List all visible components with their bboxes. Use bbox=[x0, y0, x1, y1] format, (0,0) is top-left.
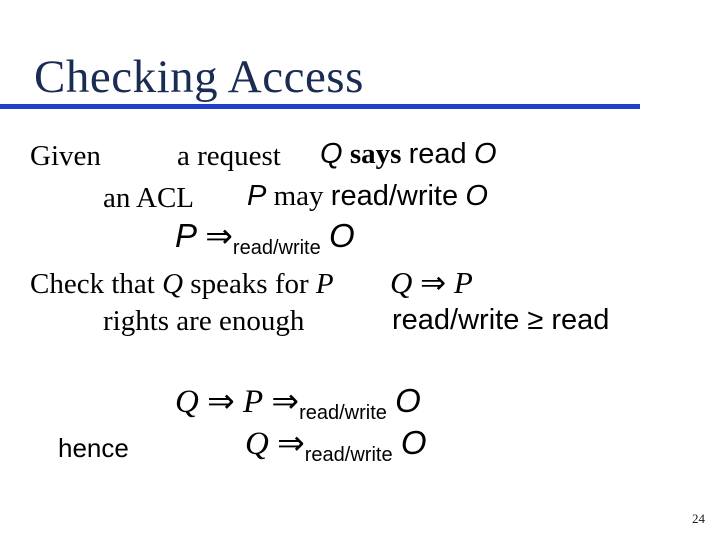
right-read-write: read/write bbox=[392, 304, 520, 336]
subscript-read-write: read/write bbox=[299, 402, 387, 424]
implies-arrow-icon: ⇒ bbox=[420, 265, 447, 300]
implies-arrow-icon: ⇒ bbox=[271, 382, 300, 419]
op-says: says bbox=[349, 138, 402, 170]
label-hence: hence bbox=[58, 433, 129, 463]
title-underline-rule bbox=[0, 104, 640, 109]
var-p: P bbox=[453, 265, 473, 300]
formula-q-delegates-o: Q ⇒read/write O bbox=[245, 424, 427, 466]
var-o: O bbox=[473, 138, 497, 170]
implies-arrow-icon: ⇒ bbox=[277, 424, 305, 461]
var-o: O bbox=[400, 424, 427, 461]
right-read: read bbox=[408, 138, 467, 170]
formula-p-may-readwrite-o: P may read/write O bbox=[247, 180, 488, 213]
op-may: may bbox=[273, 180, 324, 212]
formula-q-says-read-o: Q says read O bbox=[320, 138, 497, 171]
label-check-that: Check that Q speaks for P bbox=[30, 268, 334, 301]
implies-arrow-icon: ⇒ bbox=[205, 217, 233, 254]
formula-p-delegates-o: P ⇒read/write O bbox=[175, 217, 355, 259]
var-o: O bbox=[395, 382, 421, 419]
implies-arrow-icon: ⇒ bbox=[207, 382, 235, 419]
var-q: Q bbox=[245, 426, 269, 462]
var-p: P bbox=[315, 268, 334, 300]
page-number: 24 bbox=[692, 511, 705, 526]
subscript-read-write: read/write bbox=[304, 444, 393, 466]
label-an-acl: an ACL bbox=[103, 182, 195, 214]
var-o: O bbox=[465, 180, 488, 212]
label-given: Given bbox=[30, 140, 101, 172]
var-p: P bbox=[247, 180, 267, 212]
formula-q-implies-p-delegates-o: Q ⇒ P ⇒read/write O bbox=[175, 382, 421, 424]
right-read-write: read/write bbox=[330, 180, 459, 212]
geq-icon: ≥ bbox=[527, 304, 544, 336]
label-rights-are-enough: rights are enough bbox=[103, 305, 305, 337]
formula-readwrite-geq-read: read/write ≥ read bbox=[392, 304, 610, 337]
var-p: P bbox=[243, 384, 264, 420]
label-a-request: a request bbox=[177, 140, 281, 172]
var-p: P bbox=[175, 217, 198, 254]
var-q: Q bbox=[175, 384, 199, 420]
text-speaks-for: speaks for bbox=[190, 268, 309, 300]
text-check-that: Check that bbox=[30, 268, 155, 300]
slide-title: Checking Access bbox=[34, 51, 364, 103]
subscript-read-write: read/write bbox=[232, 237, 321, 259]
var-o: O bbox=[328, 217, 355, 254]
right-read: read bbox=[551, 304, 610, 336]
var-q: Q bbox=[162, 268, 184, 300]
formula-q-implies-p: Q ⇒ P bbox=[390, 265, 473, 300]
var-q: Q bbox=[390, 265, 413, 300]
var-q: Q bbox=[320, 138, 343, 170]
